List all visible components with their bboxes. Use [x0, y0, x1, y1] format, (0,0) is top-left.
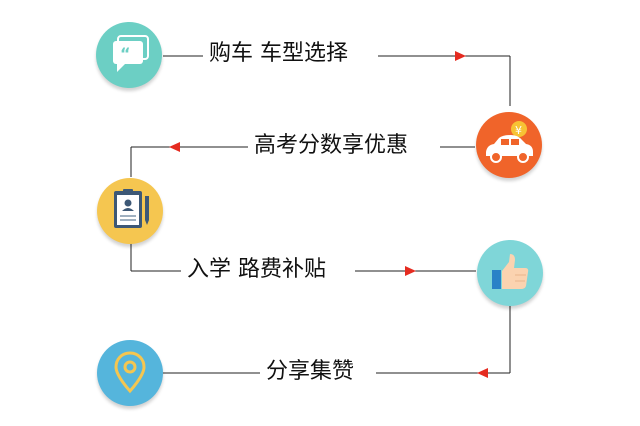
arrow-right-icon: [405, 266, 416, 276]
location-pin-icon: [114, 351, 146, 394]
speech-bubble-circle: “: [96, 22, 162, 88]
thumbs-up-circle: [477, 240, 543, 306]
speech-bubble-icon: “: [113, 35, 149, 72]
step-label-travel-subsidy: 入学 路费补贴: [181, 256, 332, 284]
arrow-left-icon: [477, 368, 488, 378]
thumbs-up-icon: [492, 254, 529, 289]
clipboard-profile-circle: [97, 178, 163, 244]
location-pin-circle: [97, 340, 163, 406]
arrow-right-icon: [455, 51, 466, 61]
clipboard-profile-icon: [114, 189, 149, 228]
step-label-buy-car: 购车 车型选择: [203, 40, 354, 68]
car-coin-icon: ¥: [486, 121, 533, 163]
svg-text:“: “: [120, 44, 131, 63]
svg-text:¥: ¥: [515, 124, 522, 137]
car-coin-circle: ¥: [476, 112, 542, 178]
step-label-share-likes: 分享集赞: [260, 358, 361, 386]
arrow-left-icon: [169, 142, 180, 152]
step-label-exam-discount: 高考分数享优惠: [248, 132, 415, 160]
